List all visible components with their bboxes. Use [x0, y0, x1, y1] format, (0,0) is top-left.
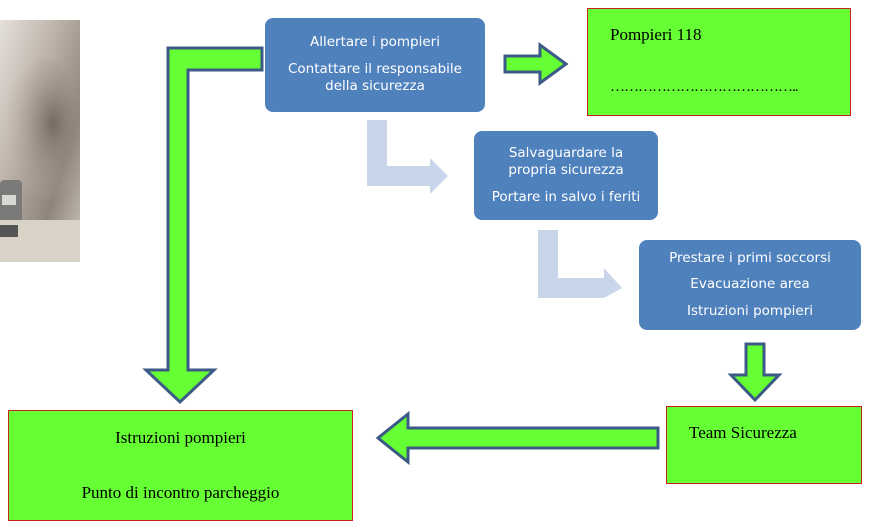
step-alert-line1: Allertare i pompieri — [310, 34, 440, 51]
arrow-alert-to-istruzioni — [142, 46, 264, 405]
car-fire-photo — [0, 20, 80, 262]
arrow-alert-to-pompieri — [503, 42, 569, 86]
connector-arrow-alert-to-safety — [367, 120, 448, 194]
step-safety-line3: Portare in salvo i feriti — [491, 188, 641, 205]
step-safety-node: Salvaguardare la propria sicurezza Porta… — [474, 131, 658, 220]
step-safety-line2: propria sicurezza — [508, 162, 624, 179]
step-aid-line2: Evacuazione area — [690, 276, 810, 293]
step-safety-line1: Salvaguardare la — [508, 144, 624, 161]
connector-arrow-safety-to-aid — [538, 230, 622, 298]
istruzioni-box: Istruzioni pompieri Punto di incontro pa… — [8, 410, 353, 521]
step-alert-node: Allertare i pompieri Contattare il respo… — [265, 18, 485, 112]
istruzioni-line2: Punto di incontro parcheggio — [81, 483, 280, 502]
team-sicurezza-label: Team Sicurezza — [689, 423, 797, 442]
step-alert-line2: Contattare il responsabile — [288, 60, 462, 77]
step-aid-node: Prestare i primi soccorsi Evacuazione ar… — [639, 240, 861, 330]
step-aid-line3: Istruzioni pompieri — [686, 302, 813, 319]
istruzioni-line1: Istruzioni pompieri — [115, 428, 246, 447]
pompieri-118-label: Pompieri 118 — [610, 25, 702, 44]
step-alert-line3: della sicurezza — [325, 78, 425, 95]
team-sicurezza-box: Team Sicurezza — [666, 406, 862, 484]
car-fire-photo-image — [0, 20, 80, 262]
arrow-team-to-istruzioni — [375, 410, 660, 466]
step-aid-line1: Prestare i primi soccorsi — [669, 249, 831, 266]
arrow-aid-to-team — [727, 342, 783, 403]
pompieri-118-dots: ………………………………….. — [610, 79, 798, 95]
pompieri-118-box: Pompieri 118 ………………………………….. — [587, 8, 851, 116]
